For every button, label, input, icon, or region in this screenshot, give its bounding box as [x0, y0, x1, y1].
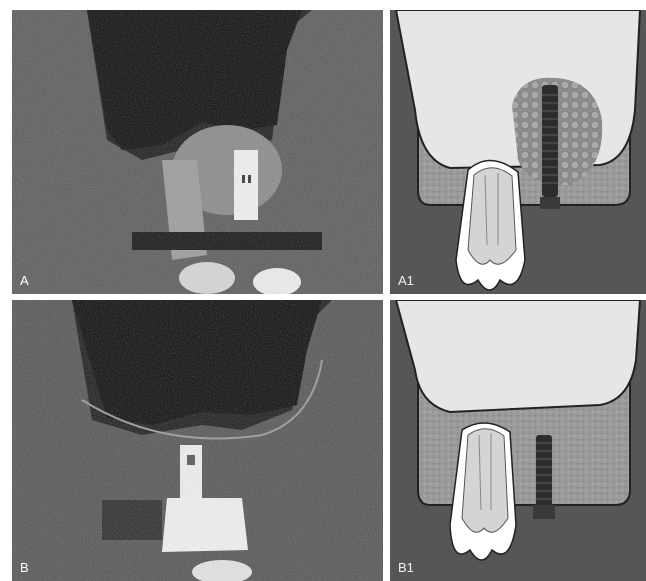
schematic-image-a1	[390, 10, 646, 294]
implant-a1	[540, 85, 560, 209]
tooth-b1	[450, 423, 516, 560]
tooth-a1	[456, 160, 525, 290]
panel-label-b: B	[20, 560, 29, 575]
ct-scan-image-b	[12, 300, 383, 581]
panel-label-a: A	[20, 273, 29, 288]
ct-scan-image-a	[12, 10, 383, 294]
implant-b1	[533, 435, 555, 519]
panel-label-a1: A1	[398, 273, 414, 288]
panel-a-ct-scan: A	[12, 10, 383, 294]
maxillary-sinus	[396, 300, 640, 412]
panel-b1-schematic: B1	[390, 300, 646, 581]
panel-b-ct-scan: B	[12, 300, 383, 581]
schematic-image-b1	[390, 300, 646, 581]
panel-label-b1: B1	[398, 560, 414, 575]
panel-a1-schematic: A1	[390, 10, 646, 294]
